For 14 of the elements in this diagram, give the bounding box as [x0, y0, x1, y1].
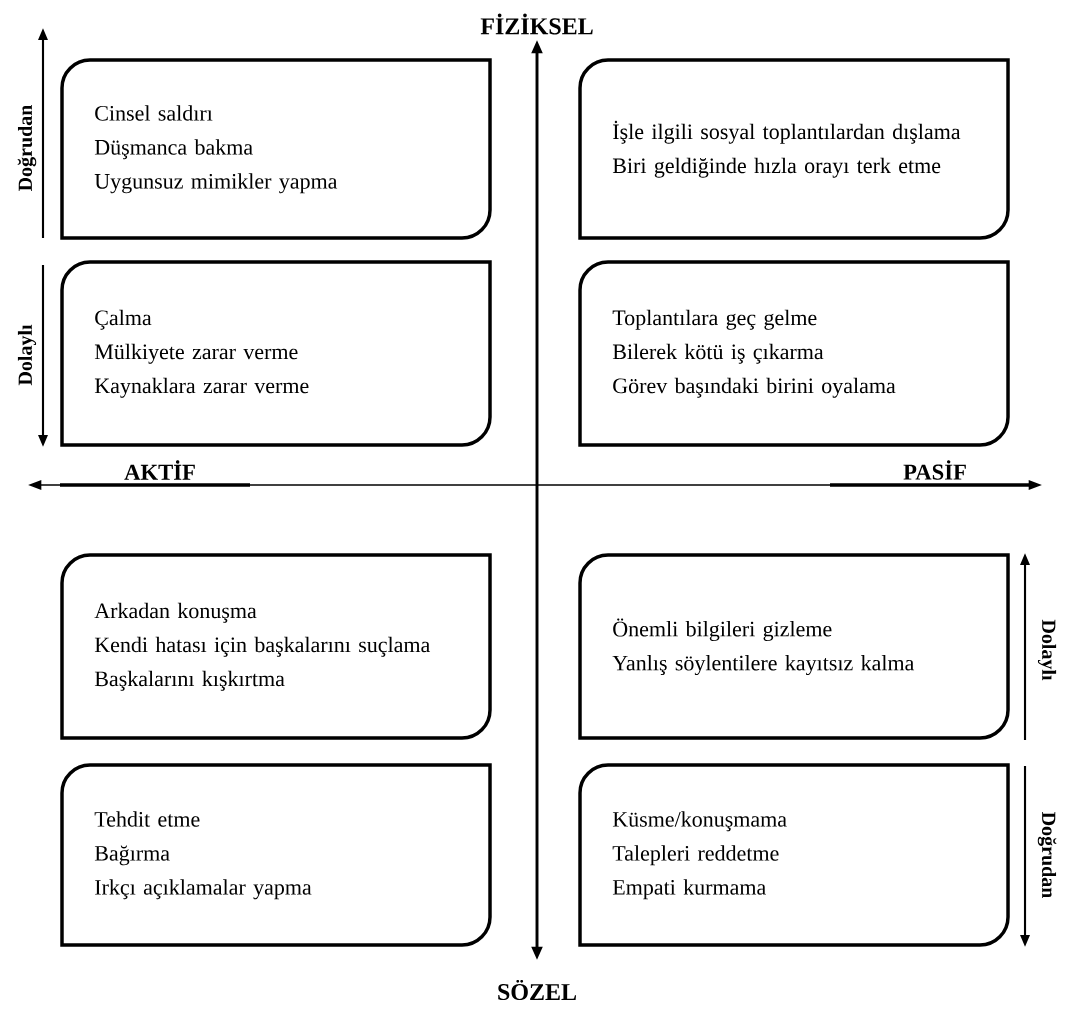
text-box: Küsme/konuşmama Talepleri reddetme Empati kurmama	[578, 763, 1010, 947]
axis-label: FİZİKSEL	[480, 13, 593, 35]
side-label: Dolaylı	[1037, 619, 1057, 681]
side-label: Doğrudan	[1037, 812, 1057, 899]
text-box: Toplantılara geç gelme Bilerek kötü iş çıkarma Görev başındaki birini oyalama	[578, 260, 1010, 447]
text-box: Arkadan konuşma Kendi hatası için başkalarını suçlama Başkalarını kışkırtma	[60, 553, 492, 740]
text-box: Tehdit etme Bağırma Irkçı açıklamalar yapma	[60, 763, 492, 947]
side-label: Doğrudan	[17, 104, 37, 191]
axis-label: SÖZEL	[498, 979, 577, 1001]
text-box: Cinsel saldırı Düşmanca bakma Uygunsuz mimikler yapma	[60, 58, 492, 240]
side-label: Dolaylı	[17, 324, 37, 386]
text-box: İşle ilgili sosyal toplantılardan dışlama Biri geldiğinde hızla orayı terk etme	[578, 58, 1010, 240]
text-box: Çalma Mülkiyete zarar verme Kaynaklara zarar verme	[60, 260, 492, 447]
text-box: Önemli bilgileri gizleme Yanlış söylentilere kayıtsız kalma	[578, 553, 1010, 740]
